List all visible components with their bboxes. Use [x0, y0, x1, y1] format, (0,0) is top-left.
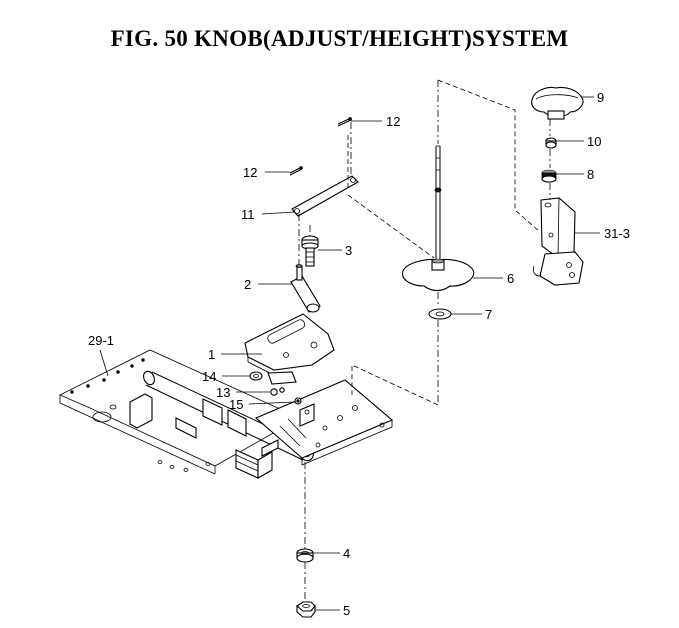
part-12-upper-pin: [337, 117, 352, 127]
callout-1: 1: [208, 347, 215, 362]
callout-8: 8: [587, 167, 594, 182]
callout-29-1: 29-1: [88, 333, 114, 348]
part-13-bolt: [270, 387, 285, 396]
callout-11: 11: [241, 207, 255, 222]
callout-31-3: 31-3: [604, 226, 630, 241]
part-12-lower-pin: [289, 166, 303, 176]
callout-7: 7: [485, 307, 492, 322]
callout-4: 4: [343, 546, 350, 561]
assembly-lines: [298, 79, 551, 600]
callout-5: 5: [343, 603, 350, 618]
callout-3: 3: [345, 243, 352, 258]
callout-10: 10: [587, 134, 601, 149]
callout-labels: 12 12 11 3 2 1 14 13 15 29-1 6 7 9 10 8 …: [88, 90, 630, 618]
callout-13: 13: [216, 385, 230, 400]
base-frame: [59, 349, 394, 479]
callout-12-upper: 12: [386, 114, 400, 129]
part-7-washer: [428, 308, 452, 320]
callout-14: 14: [202, 369, 216, 384]
part-14-nut: [249, 371, 263, 381]
leader-lines: [99, 96, 600, 611]
callout-9: 9: [597, 90, 604, 105]
figure-title: FIG. 50 KNOB(ADJUST/HEIGHT)SYSTEM: [110, 26, 569, 51]
callout-12-lower: 12: [243, 165, 257, 180]
part-15-pin: [294, 397, 302, 405]
part-4-nut: [296, 548, 314, 563]
part-6-shaft-plate: [402, 145, 475, 292]
part-3-bolt: [301, 235, 319, 267]
part-5-nut: [296, 601, 316, 618]
part-8-bushing: [541, 169, 557, 183]
part-31-3-bracket: [532, 197, 584, 286]
part-10-nut: [545, 137, 557, 149]
callout-6: 6: [507, 271, 514, 286]
callout-2: 2: [244, 277, 251, 292]
callout-15: 15: [229, 397, 243, 412]
part-2-lever: [290, 264, 321, 313]
mount-plate: [254, 379, 394, 466]
part-1-bracket: [244, 313, 335, 385]
part-11-link: [291, 175, 359, 217]
rivet-row: [70, 358, 145, 394]
part-9-knob: [531, 86, 584, 120]
